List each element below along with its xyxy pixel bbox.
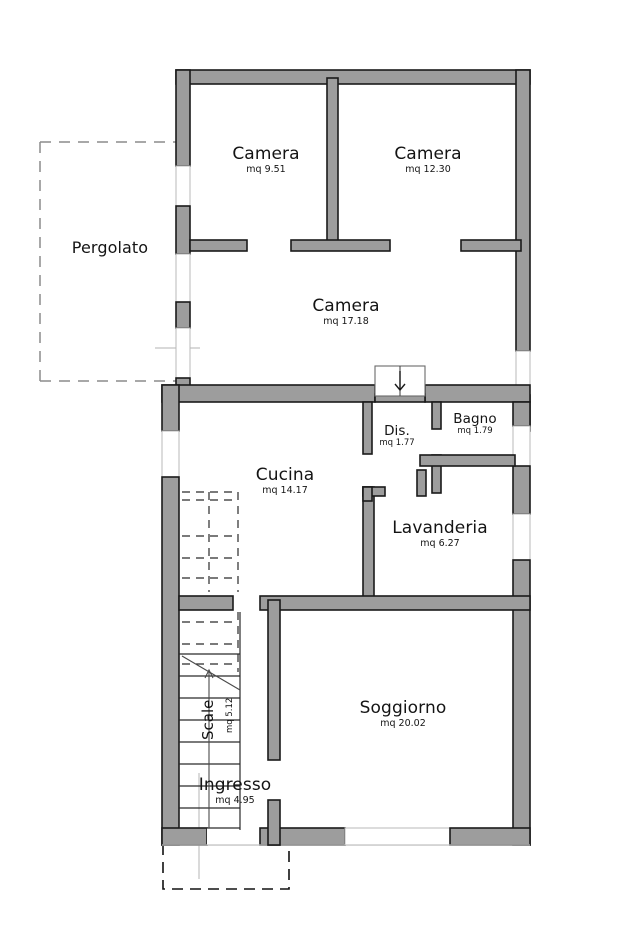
stair-direction-arrow bbox=[181, 655, 241, 828]
wall-above-soggiorno bbox=[259, 595, 531, 611]
pergolato-outline bbox=[39, 141, 178, 382]
staircase bbox=[179, 491, 241, 830]
stair-down-symbol bbox=[374, 365, 426, 397]
entry-porch-outline bbox=[162, 844, 290, 890]
stair-lower-dashed-run bbox=[182, 612, 239, 672]
wall-disimpegno-bagno bbox=[362, 401, 516, 494]
wall-stair-landing bbox=[178, 595, 234, 611]
wall-bottom-exterior bbox=[161, 827, 531, 846]
wall-left-exterior-upper bbox=[175, 69, 191, 395]
wall-midhouse bbox=[161, 384, 531, 403]
wall-top-exterior bbox=[175, 69, 531, 85]
wall-between-bedrooms bbox=[326, 77, 339, 249]
wall-left-exterior-lower bbox=[161, 384, 180, 846]
construction-lines bbox=[155, 347, 530, 879]
wall-stub-cucina bbox=[362, 486, 373, 502]
down-arrow-icon bbox=[394, 371, 406, 392]
stair-upper-dashed-run bbox=[182, 491, 239, 592]
wall-cucina-soggiorno bbox=[267, 599, 281, 846]
wall-right-exterior-lower bbox=[512, 401, 531, 846]
wall-bedrooms-divider bbox=[189, 239, 522, 252]
